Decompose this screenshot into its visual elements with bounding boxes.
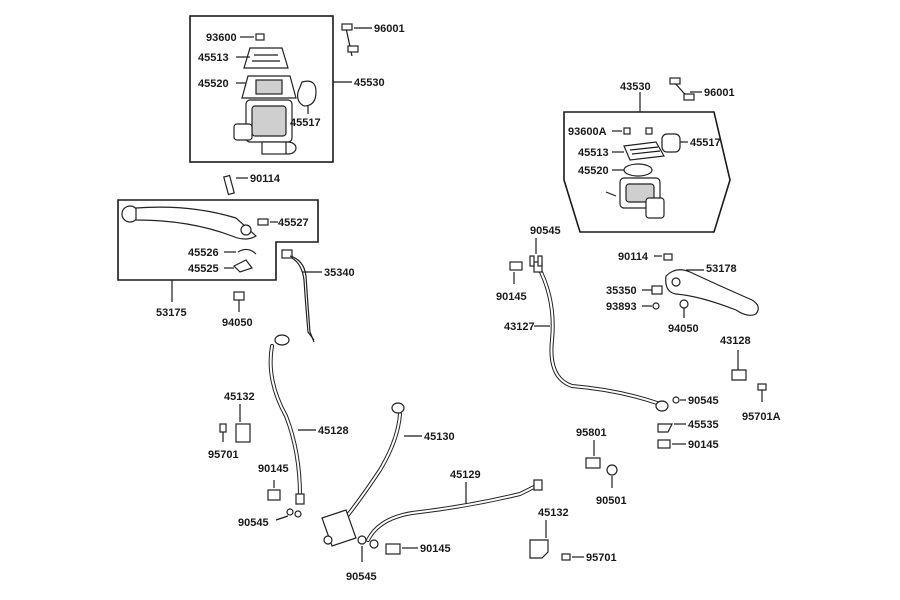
label-90145-left: 90145 — [258, 463, 289, 475]
label-45130: 45130 — [424, 431, 455, 443]
hose-45129 — [366, 479, 543, 542]
label-53178: 53178 — [706, 263, 737, 275]
screw-93600A-b — [645, 127, 653, 135]
label-45129: 45129 — [450, 469, 481, 481]
label-93600A: 93600A — [568, 126, 607, 138]
label-94050-left: 94050 — [222, 317, 253, 329]
label-45513-left: 45513 — [198, 52, 229, 64]
hose-45130 — [342, 402, 405, 522]
left-lever-box — [117, 199, 319, 281]
label-53175: 53175 — [156, 307, 187, 319]
screw-95701A — [757, 383, 767, 402]
label-95801: 95801 — [576, 427, 607, 439]
part-45527 — [257, 218, 269, 226]
bolt-95801 — [585, 457, 601, 469]
washer-90545-top-a — [529, 255, 535, 267]
label-96001-left: 96001 — [374, 23, 405, 35]
screw-93600A-a — [623, 127, 631, 135]
label-45527: 45527 — [278, 217, 309, 229]
right-master-cylinder-box — [563, 111, 731, 233]
label-96001-right: 96001 — [704, 87, 735, 99]
label-90145-mid-right: 90145 — [688, 439, 719, 451]
label-43530: 43530 — [620, 81, 651, 93]
label-90114-right: 90114 — [618, 251, 649, 263]
screw-93893 — [652, 302, 660, 310]
label-94050-right: 94050 — [668, 323, 699, 335]
hose-43127 — [533, 261, 669, 412]
right-diaphragm — [623, 163, 653, 177]
label-90501: 90501 — [596, 495, 627, 507]
left-reservoir-cap — [243, 33, 289, 69]
nut-94050-left — [233, 291, 245, 301]
label-90545-top: 90545 — [530, 225, 561, 237]
label-90545-left: 90545 — [238, 517, 269, 529]
bolt-96001-right — [669, 77, 695, 101]
pin-90114-right — [663, 253, 673, 261]
label-35350: 35350 — [606, 285, 637, 297]
clamp-45132-right — [529, 539, 549, 559]
label-90545-mid-right: 90545 — [688, 395, 719, 407]
left-clamp-45517 — [297, 80, 317, 107]
bracket-43128 — [731, 350, 747, 381]
part-45535 — [657, 423, 673, 433]
right-clamp-45517 — [661, 133, 681, 153]
washer-90545-left-a — [286, 508, 294, 516]
washer-90545-bottom-b — [369, 539, 379, 549]
label-45132-right: 45132 — [538, 507, 569, 519]
washer-90545-top-b — [537, 255, 543, 267]
clamp-45132-left — [235, 423, 251, 443]
washer-90545-bottom-a — [357, 535, 367, 545]
right-master-body — [605, 177, 665, 219]
label-45513-right: 45513 — [578, 147, 609, 159]
label-35340: 35340 — [324, 267, 355, 279]
left-master-body — [233, 99, 297, 155]
caliper-junction — [321, 509, 357, 547]
label-93600: 93600 — [206, 32, 237, 44]
screw-95701-right — [561, 553, 571, 561]
label-45520-right: 45520 — [578, 165, 609, 177]
bolt-90145-mid-right — [657, 439, 671, 449]
right-reservoir-cap — [623, 141, 665, 161]
bolt-90145-bottom — [385, 543, 401, 555]
hose-45128 — [268, 334, 305, 505]
screw-95701-left — [219, 423, 227, 433]
nut-94050-right — [679, 299, 689, 309]
part-45525 — [232, 259, 253, 273]
label-45530: 45530 — [354, 77, 385, 89]
label-90145-top: 90145 — [496, 291, 527, 303]
left-brake-lever — [121, 205, 258, 240]
label-90545-bottom: 90545 — [346, 571, 377, 583]
switch-35340 — [281, 249, 315, 343]
label-45525: 45525 — [188, 263, 219, 275]
label-45517-left: 45517 — [290, 117, 321, 129]
label-90145-bottom: 90145 — [420, 543, 451, 555]
washer-90545-left-b — [294, 510, 302, 518]
right-brake-lever — [665, 269, 759, 316]
label-45520-left: 45520 — [198, 78, 229, 90]
bolt-90145-left — [267, 489, 281, 501]
pin-90114-left — [223, 174, 235, 196]
label-45128: 45128 — [318, 425, 349, 437]
bolt-96001-left — [341, 23, 359, 57]
washer-90501 — [606, 464, 618, 476]
label-45517-right: 45517 — [690, 137, 721, 149]
label-95701-right: 95701 — [586, 552, 617, 564]
part-45526 — [237, 248, 257, 255]
washer-90545-mid-right — [672, 396, 680, 404]
label-95701A: 95701A — [742, 411, 781, 423]
label-45132-left: 45132 — [224, 391, 255, 403]
label-45535: 45535 — [688, 419, 719, 431]
label-95701-left: 95701 — [208, 449, 239, 461]
label-43127: 43127 — [504, 321, 535, 333]
switch-35350 — [651, 285, 663, 295]
label-43128: 43128 — [720, 335, 751, 347]
bolt-90145-top — [509, 261, 523, 271]
left-master-cylinder-box — [189, 15, 334, 163]
label-93893: 93893 — [606, 301, 637, 313]
label-45526: 45526 — [188, 247, 219, 259]
left-diaphragm — [241, 75, 297, 99]
label-90114-left: 90114 — [250, 173, 281, 185]
